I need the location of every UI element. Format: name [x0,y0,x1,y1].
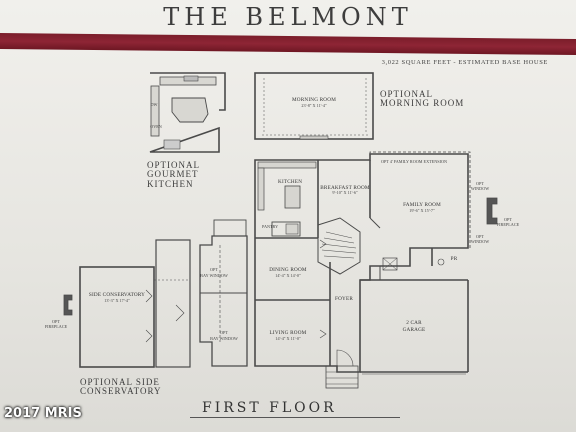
opt-window-1-label-2: WINDOW [471,186,489,191]
morning-room-dims: 23'-8" X 11'-4" [301,103,327,108]
bay-window-2-label: OPT [220,330,228,335]
opt-fireplace-left-label-2: FIREPLACE [45,324,68,329]
plan-title: THE BELMONT [163,3,413,31]
fireplace-right-plan [486,197,498,225]
breakfast-room-dims: 9'-10" X 11'-6" [332,190,358,195]
opt-fireplace-left-label: OPT [52,319,60,324]
morning-room-label: MORNING ROOM [292,97,336,103]
side-conservatory-dims: 13'-3" X 17'-4" [104,298,130,303]
family-room-label: FAMILY ROOM [403,202,441,208]
square-feet-note: 3,022 SQUARE FEET - ESTIMATED BASE HOUSE [381,59,548,66]
breakfast-room-label: BREAKFAST ROOM [320,185,370,191]
foyer-label: FOYER [335,296,353,302]
main-house-plan [254,151,471,389]
gourmet-kitchen-plan [149,72,226,153]
optional-side-conservatory-label: OPTIONAL SIDE CONSERVATORY [80,377,162,397]
kitchen-label: KITCHEN [278,179,302,185]
floor-label: FIRST FLOOR [202,400,337,416]
dw-label: DW [151,102,158,107]
opt-window-2-label: OPT [476,234,484,239]
living-room-dims: 14'-4" X 11'-0" [275,336,301,341]
floor-underline [190,417,400,418]
side-conservatory-label: SIDE CONSERVATORY [89,292,145,298]
garage-label-2: GARAGE [403,327,426,333]
garage-label: 2 CAR [406,320,422,326]
family-room-extension-label: OPT 4' FAMILY ROOM EXTENSION [381,159,447,164]
bay-window-1-label-2: BAY WINDOW [200,273,228,278]
opt-fireplace-right-label: OPT [504,217,512,222]
optional-morning-room-label: OPTIONAL MORNING ROOM [380,89,465,109]
bay-window-2-label-2: BAY WINDOW [210,336,238,341]
opt-window-2-label-2: WINDOW [471,239,489,244]
bay-window-1-label: OPT [210,267,218,272]
powder-room-label: PR [451,256,458,262]
pantry-label: PANTRY [262,224,278,229]
dining-room-dims: 14'-4" X 14'-0" [275,273,301,278]
living-room-label: LIVING ROOM [270,330,307,336]
opt-window-1-label: OPT [476,181,484,186]
mris-watermark: 2017 MRIS [4,406,82,421]
opt-fireplace-right-label-2: FIREPLACE [497,222,520,227]
optional-gourmet-kitchen-label: OPTIONAL GOURMET KITCHEN [147,160,200,189]
family-room-dims: 19'-6" X 15'-7" [409,208,435,213]
bay-window-column-plan [199,219,248,367]
side-conservatory-plan [63,239,191,368]
dining-room-label: DINING ROOM [269,267,307,273]
oven-label: OVEN [150,124,162,129]
morning-room-plan [254,72,374,140]
